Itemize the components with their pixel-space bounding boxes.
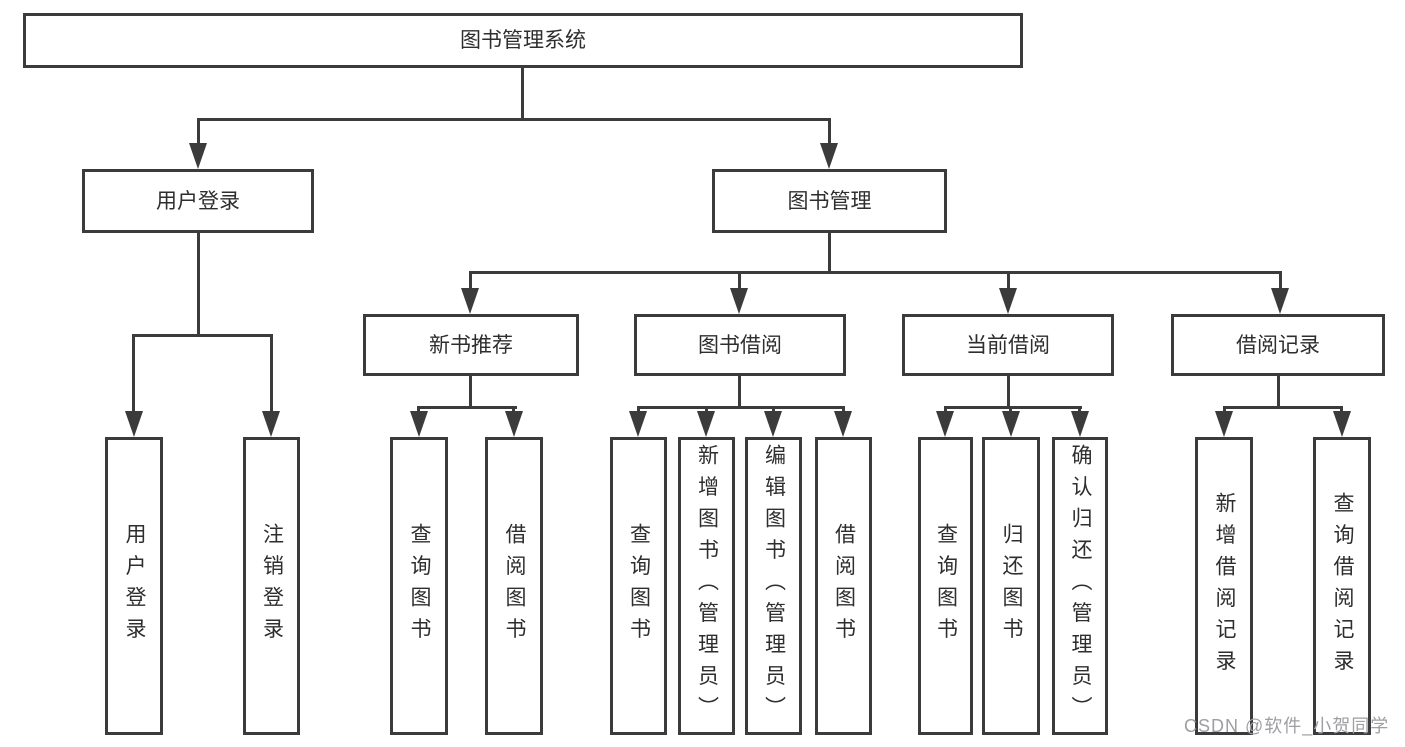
node-book-mgmt-label: 图书管理 <box>787 189 872 213</box>
arrow-down-icon <box>1271 288 1289 314</box>
leaf-borrow-add-books-admin-label: 新增图书（管理员） <box>695 444 719 728</box>
node-user-login: 用户登录 <box>82 169 314 233</box>
arrow-down-icon <box>834 411 852 437</box>
connector-root-drop-mgmt <box>828 118 831 146</box>
connector-records-rail <box>1223 406 1343 409</box>
node-book-borrow: 图书借阅 <box>634 314 846 376</box>
arrow-down-icon <box>410 411 428 437</box>
connector-login-drop-1 <box>132 334 135 413</box>
arrow-down-icon <box>730 288 748 314</box>
leaf-borrow-borrow-books-label: 借阅图书 <box>832 523 856 649</box>
connector-borrow-rail <box>637 406 845 409</box>
arrow-down-icon <box>999 288 1017 314</box>
node-book-borrow-label: 图书借阅 <box>698 333 782 357</box>
connector-recommend-rail <box>417 406 517 409</box>
leaf-borrow-edit-books-admin-label: 编辑图书（管理员） <box>762 444 786 728</box>
connector-mgmt-drop-3 <box>1007 271 1010 291</box>
arrow-down-icon <box>1333 411 1351 437</box>
connector-root-drop-login <box>197 118 200 146</box>
leaf-user-login: 用户登录 <box>105 437 163 735</box>
leaf-current-confirm-return-admin: 确认归还（管理员） <box>1052 437 1108 735</box>
connector-login-stem <box>197 233 200 337</box>
connector-mgmt-drop-4 <box>1279 271 1282 291</box>
node-new-book-recommend-label: 新书推荐 <box>429 333 513 357</box>
connector-records-drop-1 <box>1223 406 1226 414</box>
leaf-borrow-query-books-label: 查询图书 <box>627 523 651 649</box>
connector-mgmt-rail <box>469 271 1282 274</box>
node-root-label: 图书管理系统 <box>460 29 586 52</box>
node-borrow-records-label: 借阅记录 <box>1236 333 1320 357</box>
leaf-current-query-books-label: 查询图书 <box>934 523 958 649</box>
leaf-borrow-add-books-admin: 新增图书（管理员） <box>678 437 735 735</box>
arrow-down-icon <box>936 411 954 437</box>
arrow-down-icon <box>505 411 523 437</box>
leaf-borrow-query-books: 查询图书 <box>610 437 667 735</box>
leaf-logout-label: 注销登录 <box>260 523 284 649</box>
arrow-down-icon <box>461 288 479 314</box>
connector-login-rail <box>132 334 273 337</box>
connector-current-stem <box>1007 376 1010 409</box>
connector-root-rail <box>197 118 831 121</box>
connector-borrow-drop-1 <box>637 406 640 414</box>
csdn-watermark: CSDN @软件_小贺同学 <box>1184 716 1390 736</box>
arrow-down-icon <box>1002 411 1020 437</box>
node-new-book-recommend: 新书推荐 <box>363 314 579 376</box>
leaf-recommend-query-books: 查询图书 <box>390 437 448 735</box>
leaf-recommend-borrow-books-label: 借阅图书 <box>503 523 527 649</box>
arrow-down-icon <box>697 411 715 437</box>
connector-records-stem <box>1277 376 1280 409</box>
arrow-down-icon <box>125 411 143 437</box>
leaf-current-return-books: 归还图书 <box>982 437 1040 735</box>
arrow-down-icon <box>189 143 207 169</box>
leaf-borrow-edit-books-admin: 编辑图书（管理员） <box>745 437 802 735</box>
connector-root-stem <box>521 68 524 120</box>
connector-mgmt-stem <box>828 233 831 274</box>
arrow-down-icon <box>1071 411 1089 437</box>
leaf-logout: 注销登录 <box>243 437 300 735</box>
connector-borrow-drop-2 <box>705 406 708 414</box>
connector-current-drop-2 <box>1009 406 1012 414</box>
connector-current-drop-1 <box>944 406 947 414</box>
connector-recommend-drop-1 <box>417 406 420 414</box>
leaf-current-confirm-return-admin-label: 确认归还（管理员） <box>1069 444 1093 728</box>
node-borrow-records: 借阅记录 <box>1171 314 1385 376</box>
node-current-borrow-label: 当前借阅 <box>966 333 1050 357</box>
node-user-login-label: 用户登录 <box>156 189 240 213</box>
leaf-records-add-record-label: 新增借阅记录 <box>1213 491 1237 681</box>
connector-borrow-drop-3 <box>772 406 775 414</box>
connector-borrow-drop-4 <box>842 406 845 414</box>
leaf-user-login-label: 用户登录 <box>123 523 147 649</box>
arrow-down-icon <box>1215 411 1233 437</box>
leaf-recommend-borrow-books: 借阅图书 <box>485 437 543 735</box>
connector-mgmt-drop-2 <box>738 271 741 291</box>
connector-current-drop-3 <box>1078 406 1081 414</box>
node-current-borrow: 当前借阅 <box>902 314 1114 376</box>
connector-borrow-stem <box>738 376 741 409</box>
leaf-borrow-borrow-books: 借阅图书 <box>815 437 872 735</box>
leaf-recommend-query-books-label: 查询图书 <box>408 523 432 649</box>
leaf-records-query-record: 查询借阅记录 <box>1313 437 1371 735</box>
arrow-down-icon <box>820 143 838 169</box>
leaf-current-return-books-label: 归还图书 <box>1000 523 1024 649</box>
leaf-records-query-record-label: 查询借阅记录 <box>1331 491 1355 681</box>
connector-current-rail <box>944 406 1082 409</box>
leaf-current-query-books: 查询图书 <box>918 437 973 735</box>
connector-recommend-stem <box>469 376 472 409</box>
node-book-mgmt: 图书管理 <box>712 169 947 233</box>
arrow-down-icon <box>629 411 647 437</box>
connector-login-drop-2 <box>270 334 273 413</box>
connector-records-drop-2 <box>1340 406 1343 414</box>
node-root: 图书管理系统 <box>23 13 1023 68</box>
arrow-down-icon <box>262 411 280 437</box>
leaf-records-add-record: 新增借阅记录 <box>1195 437 1253 735</box>
connector-recommend-drop-2 <box>512 406 515 414</box>
connector-mgmt-drop-1 <box>469 271 472 291</box>
arrow-down-icon <box>764 411 782 437</box>
